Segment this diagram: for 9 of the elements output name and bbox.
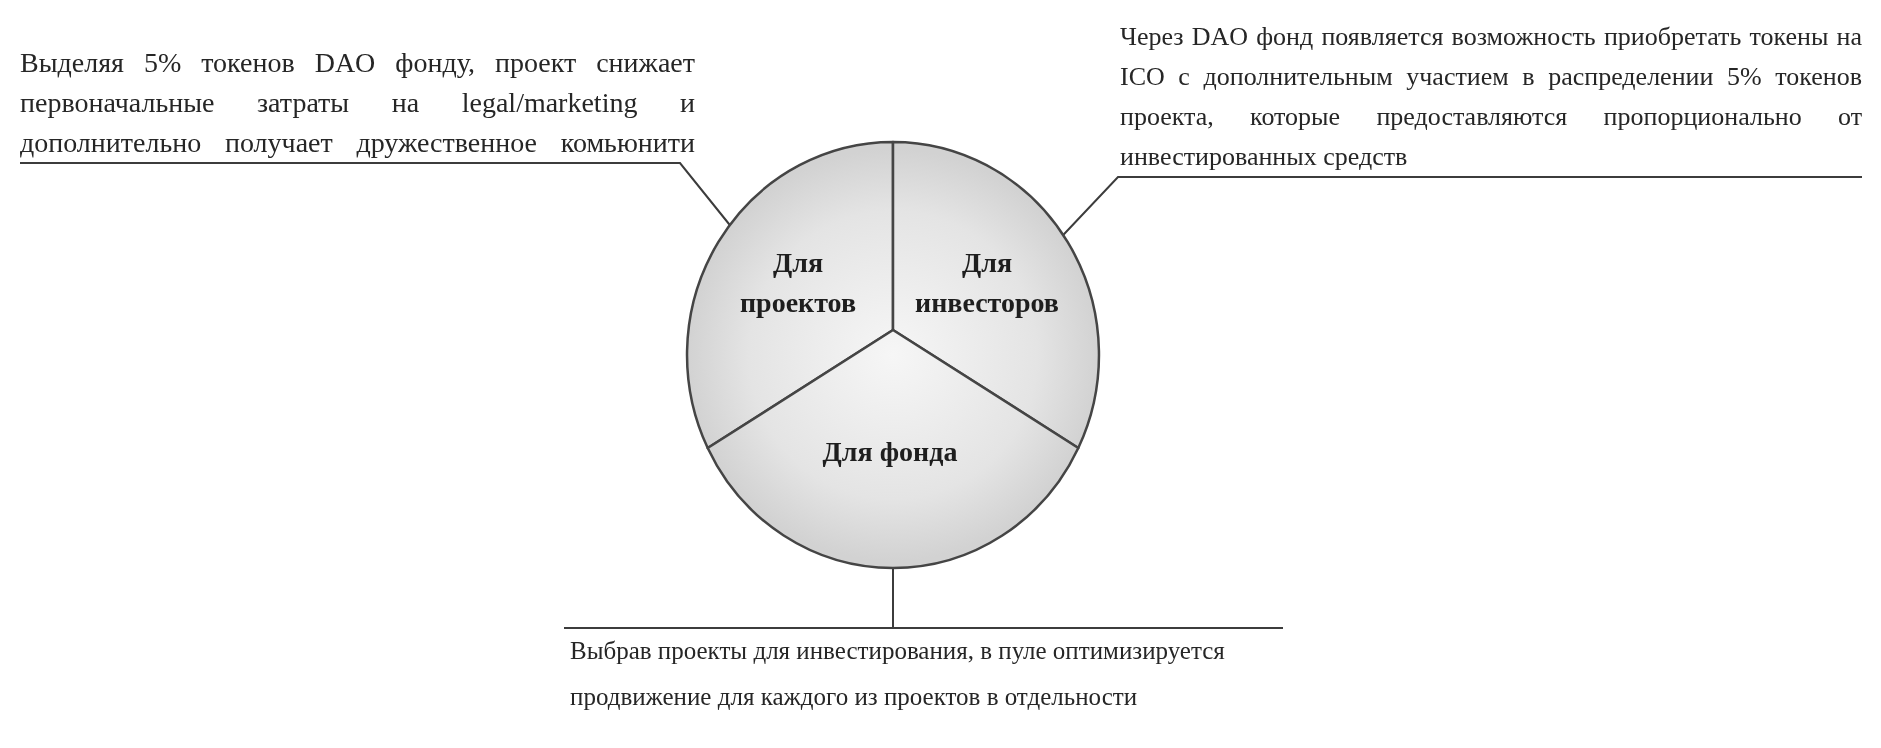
segment-label: Для проектов bbox=[739, 246, 857, 320]
leader-line bbox=[19, 162, 731, 226]
callout-text: Выделяя 5% токенов DAO фонду, проект снижает первоначальные затраты на legal/marketing и дополнительно получает дружественное комьюнити bbox=[20, 43, 695, 163]
leader-line bbox=[1062, 176, 1863, 236]
leader-line bbox=[563, 567, 1284, 629]
segment-label: Для инвесторов bbox=[915, 246, 1059, 320]
callout-text: Выбрав проекты для инвестирования, в пуле оптимизируется продвижение для каждого из проектов в отдельности bbox=[570, 628, 1283, 720]
callout-text: Через DAO фонд появляется возможность приобретать токены на ICO с дополнительным участием в распределении 5% токенов проекта, которые предоставляются пропорционально от инвестированных средств bbox=[1120, 17, 1862, 177]
segment-label: Для фонда bbox=[822, 435, 958, 469]
